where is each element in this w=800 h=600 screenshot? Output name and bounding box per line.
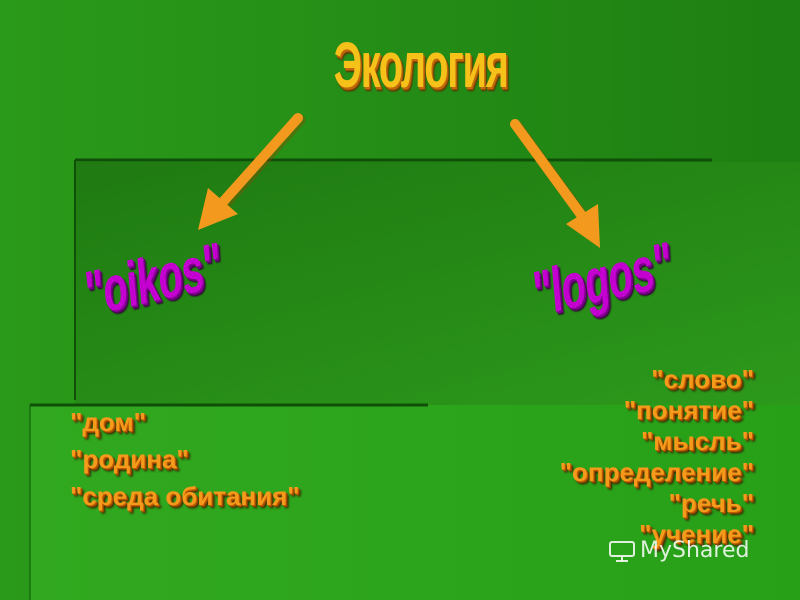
logos-meanings-list: "слово" "понятие" "мысль" "определение" … (560, 364, 754, 550)
arrow-left-icon (198, 113, 306, 230)
arrow-right-icon (510, 119, 600, 248)
watermark: MyShared (608, 538, 749, 563)
list-item: "понятие" (623, 395, 754, 425)
watermark-text: MyShared (640, 538, 750, 563)
list-item: "учение" (639, 519, 754, 549)
list-item: "мысль" (640, 426, 754, 456)
oikos-meanings-list: "дом" "родина" "среда обитания" (70, 404, 300, 515)
list-item: "речь" (668, 488, 754, 518)
list-item: "родина" (70, 444, 189, 474)
list-item: "определение" (559, 457, 754, 487)
list-item: "слово" (651, 364, 754, 394)
presentation-icon (609, 541, 635, 562)
slide-title: Экология (333, 29, 509, 101)
list-item: "среда обитания" (70, 481, 300, 511)
list-item: "дом" (70, 407, 146, 437)
